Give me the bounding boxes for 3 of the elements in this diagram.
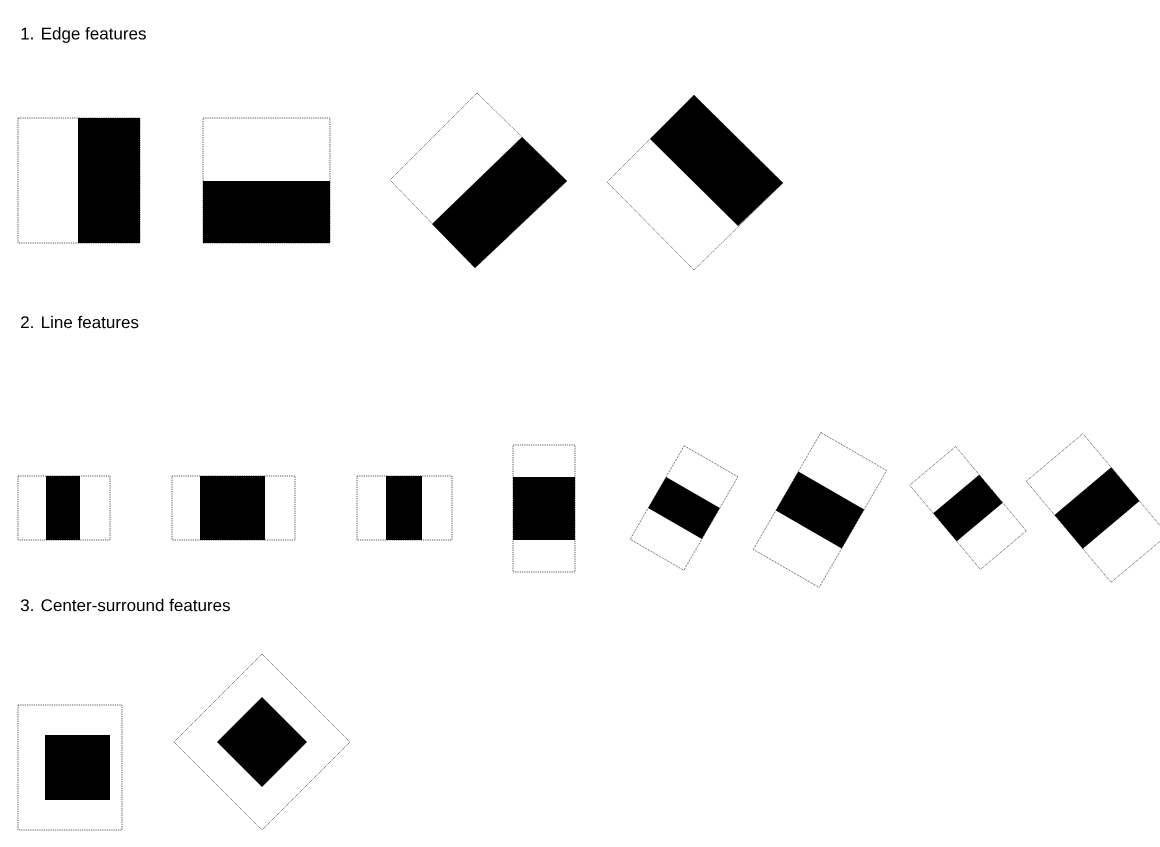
section-heading: 3. Center-surround features	[20, 598, 230, 612]
section-heading: 2. Line features	[21, 315, 139, 329]
section-heading: 1. Edge features	[21, 27, 146, 43]
